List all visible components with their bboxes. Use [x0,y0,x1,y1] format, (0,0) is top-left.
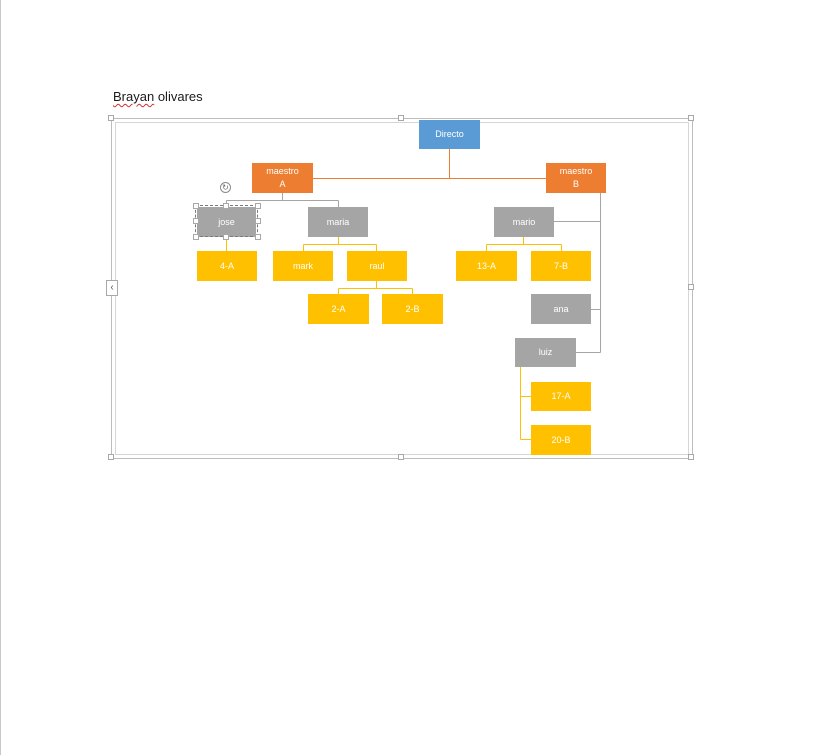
node-mark-label: mark [293,260,313,271]
resize-handle-bottom[interactable] [398,454,404,460]
node-raul-label: raul [369,260,385,271]
node-2b[interactable]: 2-B [382,294,443,324]
node-ana[interactable]: ana [531,294,591,324]
node-luiz[interactable]: luiz [515,338,576,367]
node-maestro-a[interactable]: maestro A [252,163,313,193]
node-ana-label: ana [553,303,569,314]
node-7b-label: 7-B [553,260,568,271]
node-luiz-label: luiz [538,347,553,357]
node-13a-label: 13-A [476,260,496,271]
node-17a-label: 17-A [551,391,571,401]
node-2a-label: 2-A [331,303,346,314]
node-4a[interactable]: 4-A [197,251,257,281]
resize-handle-top-right[interactable] [688,115,694,121]
node-raul[interactable]: raul [347,251,407,281]
node-root-label: Directo [435,129,464,139]
heading-rest: olivares [157,89,203,104]
node-4a-label: 4-A [219,260,234,271]
resize-handle-top-left[interactable] [108,115,114,121]
node-handle-bottom[interactable] [223,234,229,240]
node-13a[interactable]: 13-A [456,251,517,281]
node-mark[interactable]: mark [273,251,333,281]
node-handle-top[interactable] [223,203,229,209]
node-17a[interactable]: 17-A [531,382,591,411]
resize-handle-right[interactable] [688,284,694,290]
node-maestro-a-label-line2: A [279,179,286,189]
node-handle-top-right[interactable] [255,203,261,209]
node-20b[interactable]: 20-B [531,425,591,455]
node-mario-label: mario [512,216,536,227]
node-handle-bottom-right[interactable] [255,234,261,240]
rotate-handle-icon[interactable]: ↻ [220,182,231,193]
node-handle-bottom-left[interactable] [193,234,199,240]
node-2a[interactable]: 2-A [308,294,369,324]
node-jose[interactable]: jose [197,207,256,237]
node-2b-label: 2-B [405,303,420,314]
node-20b-label: 20-B [551,434,571,445]
resize-handle-bottom-left[interactable] [108,454,114,460]
node-jose-label: jose [218,216,235,227]
node-mario[interactable]: mario [494,207,554,237]
node-root[interactable]: Directo [419,120,480,149]
node-handle-top-left[interactable] [193,203,199,209]
node-maestro-b-label-line1: maestro [559,166,593,176]
node-maestro-b[interactable]: maestro B [546,163,606,193]
node-maria[interactable]: maria [308,207,368,237]
resize-handle-bottom-right[interactable] [688,454,694,460]
node-maria-label: maria [326,216,350,227]
node-maestro-b-label-line2: B [572,179,579,189]
node-handle-right[interactable] [255,218,261,224]
resize-handle-top[interactable] [398,115,404,121]
document-heading[interactable]: Brayan olivares [113,89,203,104]
node-maestro-a-label-line1: maestro [266,166,299,176]
spellcheck-word: Brayan [113,89,155,104]
page-left-edge [0,0,1,755]
text-pane-toggle-icon[interactable]: ‹ [106,280,118,296]
node-7b[interactable]: 7-B [531,251,591,281]
node-handle-left[interactable] [193,218,199,224]
